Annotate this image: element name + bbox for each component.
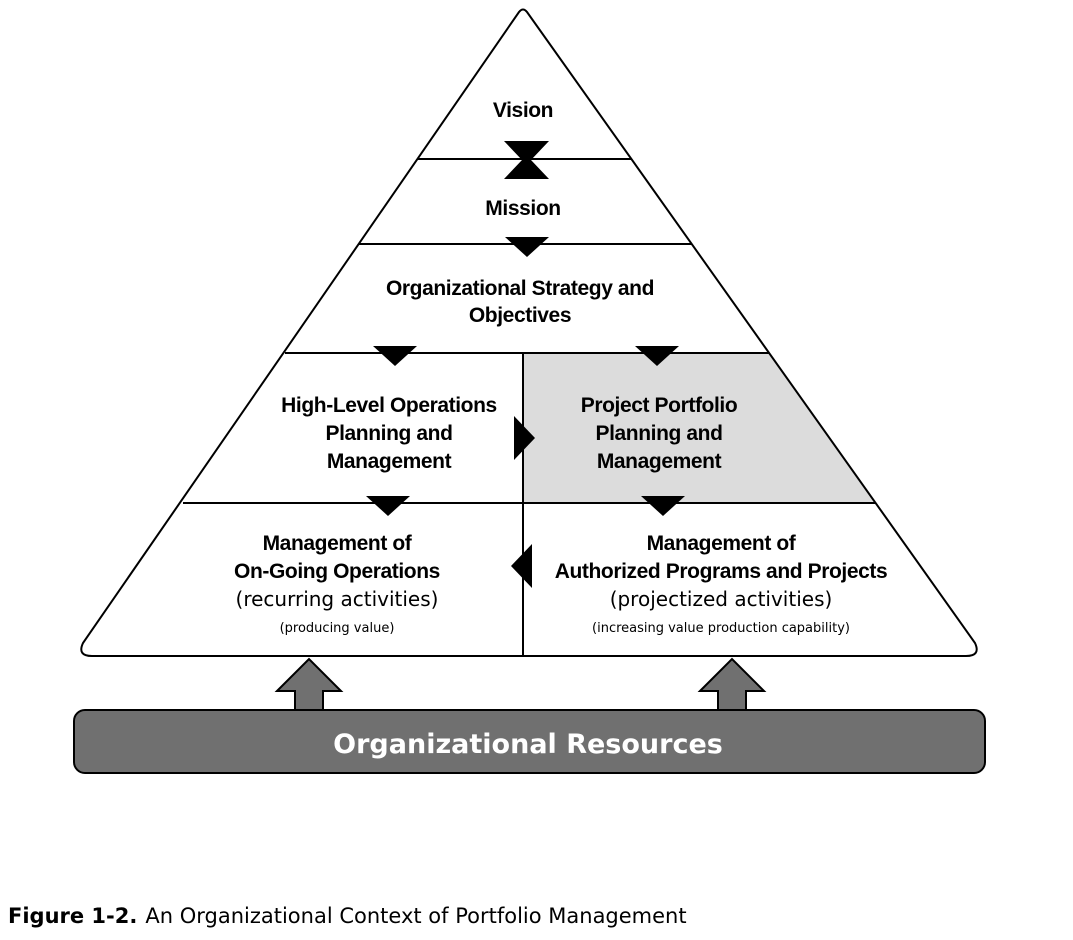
operations-planning-line-2: Planning and: [325, 422, 452, 445]
ongoing-operations-note: (producing value): [280, 621, 395, 636]
arrow-programs-to-operations: [511, 544, 532, 588]
figure-caption-text: An Organizational Context of Portfolio M…: [145, 904, 687, 928]
operations-planning-line-3: Management: [327, 450, 452, 473]
resource-arrow-operations: [274, 657, 344, 713]
programs-projects-title-1: Management of: [647, 532, 797, 555]
figure-number: Figure 1-2.: [8, 904, 138, 928]
figure-caption: Figure 1-2. An Organizational Context of …: [8, 904, 687, 928]
resource-arrow-programs: [697, 657, 767, 713]
programs-projects-title-2: Authorized Programs and Projects: [555, 560, 888, 583]
programs-projects-subtitle: (projectized activities): [610, 587, 833, 611]
arrow-mission-to-strategy: [505, 237, 549, 257]
portfolio-planning-line-3: Management: [597, 450, 722, 473]
level-mission: Mission: [485, 197, 560, 220]
ongoing-operations-title-2: On-Going Operations: [234, 560, 440, 583]
arrow-operations-planning-down: [366, 496, 410, 516]
pyramid-outline: [80, 8, 978, 657]
portfolio-cell-highlight: [523, 353, 875, 503]
ongoing-operations-subtitle: (recurring activities): [236, 587, 439, 611]
portfolio-planning-line-1: Project Portfolio: [581, 394, 738, 417]
arrow-strategy-to-portfolio: [635, 346, 679, 366]
organizational-resources-bar: [73, 709, 986, 774]
organizational-resources-label: Organizational Resources: [333, 729, 723, 760]
level-vision: Vision: [493, 99, 553, 122]
operations-planning-line-1: High-Level Operations: [281, 394, 497, 417]
arrow-portfolio-down: [641, 496, 685, 516]
portfolio-planning-line-2: Planning and: [595, 422, 722, 445]
vision-mission-link-arrows: [504, 141, 549, 179]
programs-projects-note: (increasing value production capability): [592, 621, 850, 636]
ongoing-operations-title-1: Management of: [263, 532, 413, 555]
level-strategy-line-2: Objectives: [469, 304, 571, 327]
arrow-operations-to-portfolio: [514, 416, 535, 460]
arrow-strategy-to-operations: [373, 346, 417, 366]
level-strategy-line-1: Organizational Strategy and: [386, 277, 654, 300]
